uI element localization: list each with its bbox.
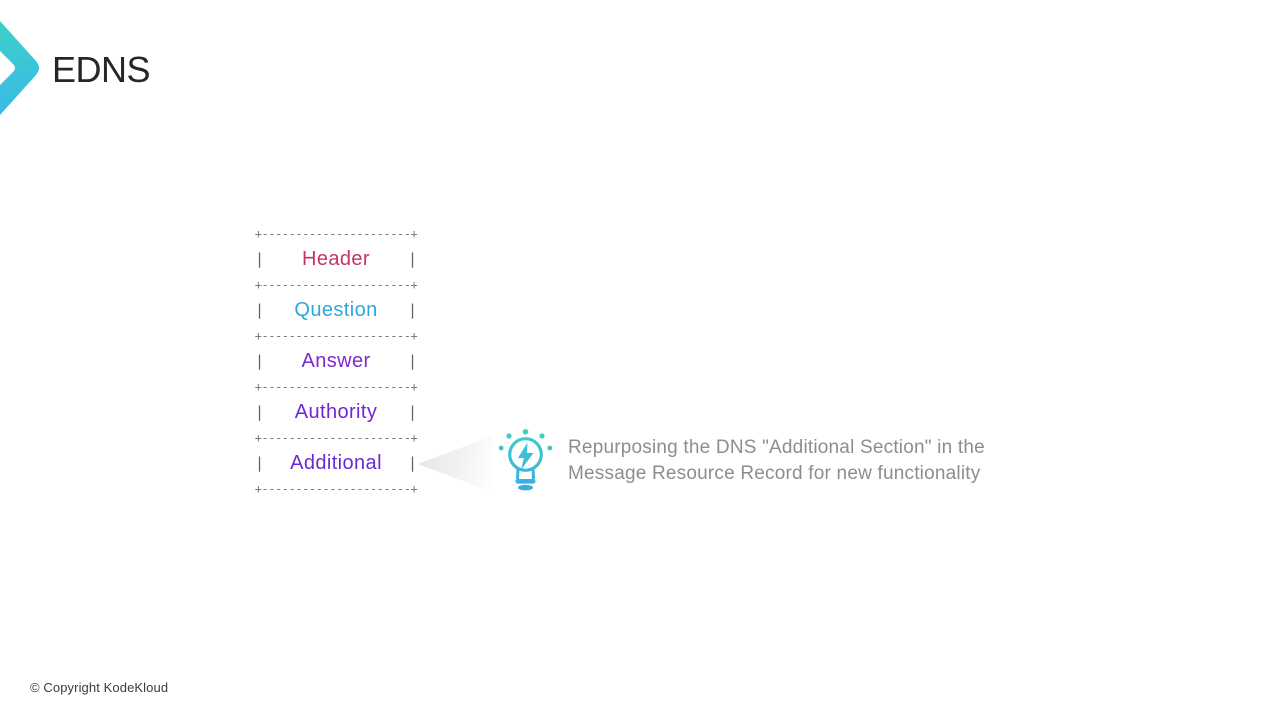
ray-dot [539,433,545,439]
ray-dot [522,429,529,435]
ascii-bar: | [255,301,265,319]
ascii-bar: | [255,403,265,421]
ray-dot [547,445,553,451]
ascii-bar: | [407,301,417,319]
dns-section-row: | Authority | [253,394,419,431]
dns-message-diagram: +----------------------+ | Header | +-------… [253,227,419,496]
dns-section-label: Header [302,248,370,270]
dns-section-row: | Additional | [253,445,419,482]
bulb-base [515,479,536,484]
kodekloud-logo [0,21,39,115]
bulb-outline [508,437,543,472]
ascii-border-line: +----------------------+ [254,380,418,394]
ascii-border-line: +----------------------+ [254,431,418,445]
ascii-bar: | [407,454,417,472]
dns-section-label: Question [294,299,378,321]
dns-section-row: | Answer | [253,343,419,380]
ray-dot [498,445,504,451]
callout-text: Repurposing the DNS "Additional Section"… [568,435,985,486]
dns-section-label: Authority [294,401,378,423]
callout-line-2: Message Resource Record for new function… [568,462,981,484]
ascii-bar: | [255,352,265,370]
page-title: EDNS [52,49,151,90]
dns-section-label: Additional [290,452,382,474]
callout-line-1: Repurposing the DNS "Additional Section"… [568,437,985,458]
callout-pointer-arrow [418,436,492,492]
dns-section-label: Answer [301,350,371,372]
ascii-border-line: +----------------------+ [254,227,418,241]
bulb-base-tip [518,484,533,491]
ray-dot [506,433,512,439]
ascii-bar: | [255,454,265,472]
dns-section-row: | Question | [253,292,419,329]
ascii-border-line: +----------------------+ [254,278,418,292]
ascii-bar: | [255,250,265,268]
lightning-bolt [518,442,534,470]
ascii-bar: | [407,352,417,370]
ascii-border-line: +----------------------+ [254,482,418,496]
copyright-notice: © Copyright KodeKloud [30,680,169,695]
ascii-border-line: +----------------------+ [254,329,418,343]
dns-section-row: | Header | [253,241,419,278]
bulb-neck [516,468,535,480]
ascii-bar: | [407,403,417,421]
chevron-shape [0,21,39,115]
ascii-bar: | [407,250,417,268]
lightbulb-bolt-icon [498,429,553,491]
